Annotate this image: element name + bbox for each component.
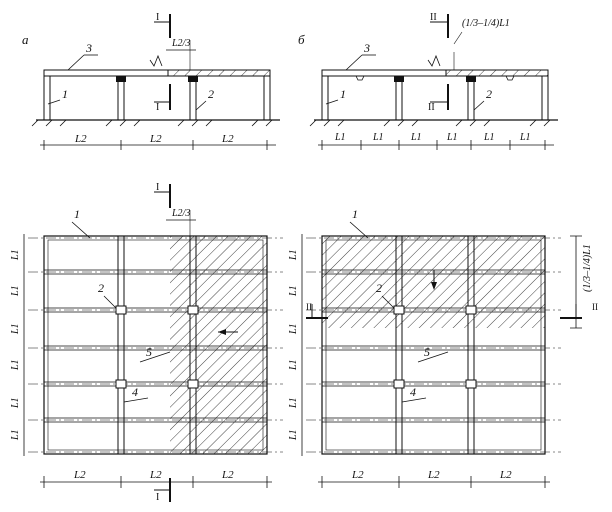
section-I-plan-bottom: I (156, 492, 159, 503)
capital (466, 76, 476, 82)
dim-L1: L1 (288, 285, 299, 297)
column (43, 75, 51, 121)
label-2: 2 (208, 87, 214, 101)
label-3: 3 (363, 41, 370, 55)
column (395, 75, 403, 121)
dim-fraction: (1/3–1/4)L1 (462, 18, 510, 29)
dim-L2: L2 (221, 469, 234, 481)
column (189, 75, 197, 121)
label-1: 1 (62, 87, 68, 101)
dim-L2: L2 (73, 469, 86, 481)
column (117, 75, 125, 121)
column (541, 75, 549, 121)
label-2: 2 (98, 281, 104, 295)
dim-L1: L1 (446, 132, 458, 143)
dim-L1: L1 (288, 323, 299, 335)
dim-L1: L1 (10, 359, 21, 371)
dim-L1: L1 (288, 249, 299, 261)
section-II-plan-right: II (592, 302, 598, 312)
dim-L1: L1 (334, 132, 346, 143)
slab-hatched-part (167, 69, 271, 77)
label-3: 3 (85, 41, 92, 55)
label-1: 1 (340, 87, 346, 101)
dim-L1: L1 (410, 132, 422, 143)
dim-L2: L2 (149, 133, 162, 145)
dim-L1: L1 (288, 359, 299, 371)
dim-L1: L1 (519, 132, 531, 143)
capital (116, 76, 126, 82)
panel-a-section: а 3 1 2 I I L2/3 (22, 12, 280, 150)
dim-L1: L1 (10, 285, 21, 297)
label-4: 4 (132, 385, 138, 399)
label-5: 5 (146, 345, 152, 359)
panel-a-letter: а (22, 32, 29, 47)
dim-L1: L1 (288, 397, 299, 409)
slab-hatched-part (445, 69, 549, 77)
column (321, 75, 329, 121)
label-1: 1 (352, 207, 358, 221)
section-II-plan-left: II (306, 302, 312, 312)
dim-L1: L1 (483, 132, 495, 143)
section-I-plan-top: I (156, 182, 159, 193)
dim-L1: L1 (10, 323, 21, 335)
label-4: 4 (410, 385, 416, 399)
capital (188, 76, 198, 82)
plan-frame (43, 235, 268, 455)
section-I-bottom: I (156, 102, 159, 113)
dim-L2: L2 (149, 469, 162, 481)
section-I-top: I (156, 12, 159, 23)
panel-a-plan: 1 2 5 4 I I L2/3 L1 L1 L1 L1 L1 L1 L2 L2… (10, 182, 283, 503)
panel-b-section: б 3 1 2 II II (1/3–1/4)L1 (298, 12, 558, 150)
dim-L2: L2 (499, 469, 512, 481)
hatched-area (170, 236, 267, 454)
capital (394, 76, 404, 82)
plan-frame (321, 235, 546, 455)
panel-b-letter: б (298, 32, 305, 47)
dim-L2: L2 (427, 469, 440, 481)
column (467, 75, 475, 121)
dim-L2-3: L2/3 (171, 208, 190, 219)
dim-L1: L1 (372, 132, 384, 143)
dim-L2: L2 (74, 133, 87, 145)
dim-L1: L1 (10, 429, 21, 441)
section-II-bottom: II (428, 102, 435, 113)
dim-L1: L1 (10, 397, 21, 409)
panel-b-plan: 1 2 5 4 II II (1/3–1/4)L1 L1 L1 L1 L1 L1… (288, 207, 598, 488)
dim-L1: L1 (10, 249, 21, 261)
section-II-top: II (430, 12, 437, 23)
dim-fraction: (1/3–1/4)L1 (582, 244, 593, 292)
column (263, 75, 271, 121)
dim-L2: L2 (221, 133, 234, 145)
label-5: 5 (424, 345, 430, 359)
label-1: 1 (74, 207, 80, 221)
label-2: 2 (376, 281, 382, 295)
dim-L2: L2 (351, 469, 364, 481)
dim-L1: L1 (288, 429, 299, 441)
dim-L2-3: L2/3 (171, 38, 190, 49)
label-2: 2 (486, 87, 492, 101)
